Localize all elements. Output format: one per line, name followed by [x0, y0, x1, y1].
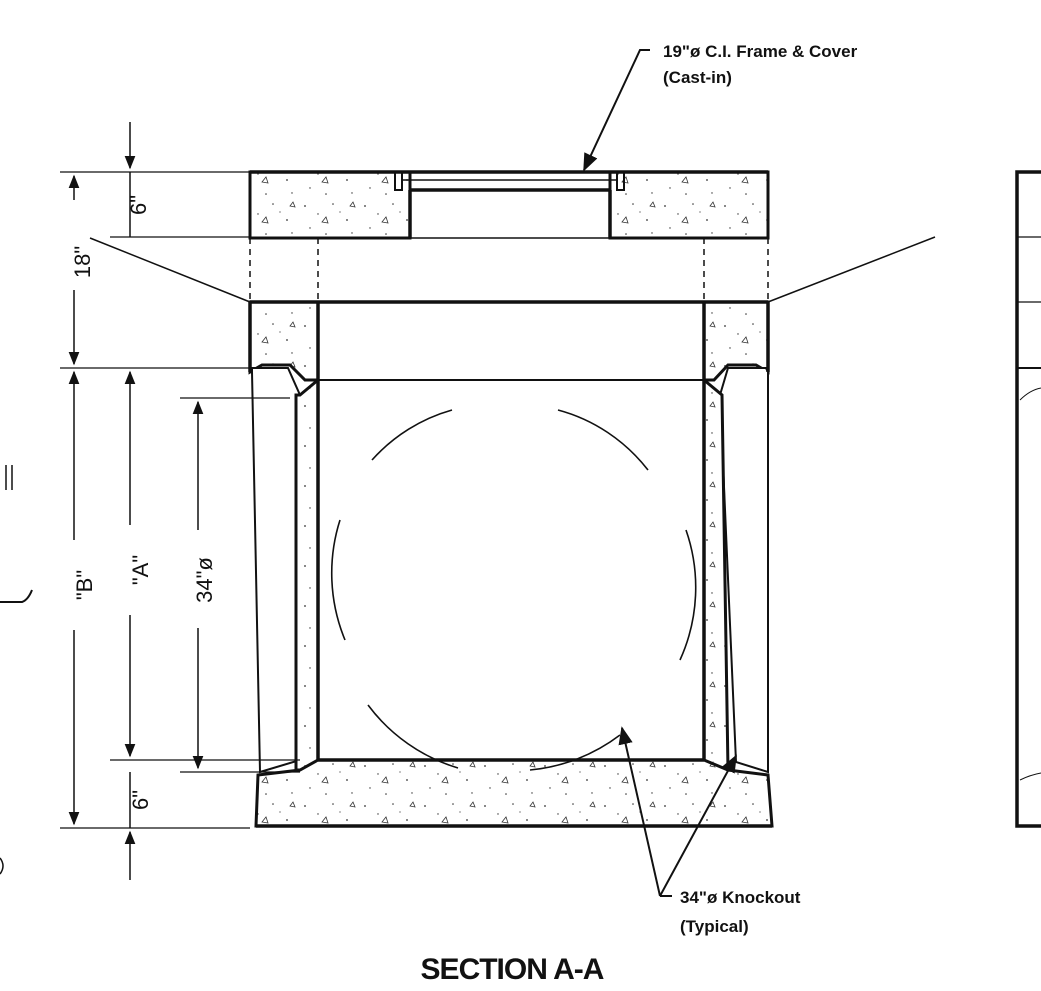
base-slab: [254, 758, 774, 828]
dimension-lines: [60, 122, 300, 880]
left-partial-marks: [0, 465, 33, 875]
frame-cover-note-line1: 19"ø C.I. Frame & Cover: [663, 42, 858, 61]
riser-walls: [248, 300, 770, 774]
dim-knockout-dia: 34"ø: [192, 557, 217, 603]
joint-lines: [249, 237, 769, 302]
dim-overall-b: "B": [72, 570, 97, 600]
knockout-note-line2: (Typical): [680, 917, 749, 936]
knockout-circle: [330, 409, 697, 771]
knockout-leader: [618, 726, 737, 897]
dim-base-slab: 6": [128, 790, 153, 810]
sight-lines: [89, 236, 936, 303]
dim-inner-a: "A": [128, 555, 153, 585]
top-slab: [248, 170, 770, 240]
frame-cover-note-line2: (Cast-in): [663, 68, 732, 87]
frame-cover-leader: [583, 49, 650, 172]
partial-side-view: [1015, 170, 1041, 828]
knockout-note-line1: 34"ø Knockout: [680, 888, 801, 907]
dim-riser-height: 18": [70, 246, 95, 278]
dim-top-slab: 6": [126, 195, 151, 215]
section-title: SECTION A-A: [421, 953, 604, 986]
